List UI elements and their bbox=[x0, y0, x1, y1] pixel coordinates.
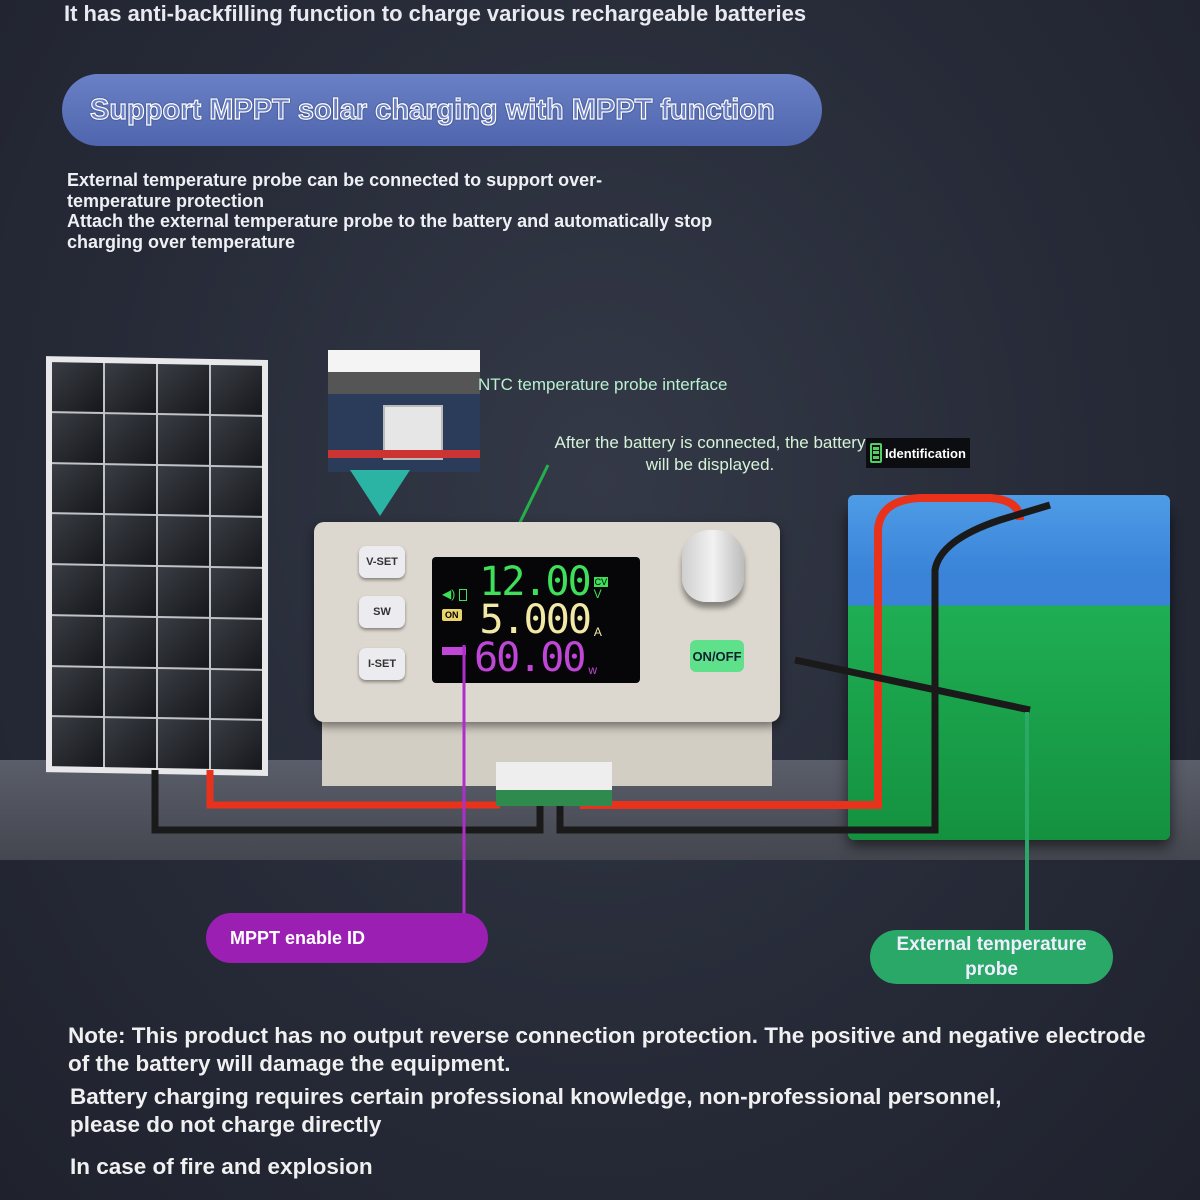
adjustment-knob[interactable] bbox=[682, 530, 744, 602]
buck-converter-device: V-SET SW I-SET ◀) 12.00 CV V ON 5.000 A … bbox=[314, 522, 780, 722]
voltage-readout: 12.00 bbox=[479, 559, 591, 605]
power-unit: w bbox=[588, 663, 598, 677]
note-professional: Battery charging requires certain profes… bbox=[70, 1084, 1002, 1137]
battery-indicator-icon bbox=[459, 589, 468, 601]
identification-label: Identification bbox=[885, 445, 966, 461]
battery-connected-label: After the battery is connected, the batt… bbox=[554, 433, 866, 474]
mppt-banner-text: Support MPPT solar charging with MPPT fu… bbox=[89, 93, 775, 126]
terminal-labels bbox=[496, 762, 612, 792]
i-set-button[interactable]: I-SET bbox=[359, 648, 405, 680]
voltage-unit: V bbox=[593, 587, 602, 601]
lcd-screen: ◀) 12.00 CV V ON 5.000 A 60.00 w bbox=[432, 557, 640, 683]
speaker-icon: ◀) bbox=[442, 587, 456, 601]
terminal-block bbox=[496, 790, 612, 806]
note-fire: In case of fire and explosion bbox=[70, 1154, 373, 1179]
current-unit: A bbox=[593, 625, 602, 639]
ntc-label: NTC temperature probe interface bbox=[478, 375, 728, 394]
temp-line-1: External temperature probe can be connec… bbox=[67, 170, 603, 211]
ntc-pointer bbox=[350, 470, 410, 516]
mppt-enable-callout: MPPT enable ID bbox=[206, 913, 488, 963]
battery-icon bbox=[870, 443, 882, 463]
intro-text: It has anti-backfilling function to char… bbox=[64, 1, 807, 26]
cv-badge: CV bbox=[593, 577, 609, 587]
battery-top bbox=[848, 495, 1170, 575]
temp-line-2: Attach the external temperature probe to… bbox=[67, 211, 713, 252]
note-reverse-protection: Note: This product has no output reverse… bbox=[68, 1023, 1146, 1076]
ntc-connector-photo bbox=[328, 350, 480, 472]
current-readout: 5.000 bbox=[479, 597, 592, 643]
power-readout: 60.00 bbox=[474, 635, 586, 681]
mppt-indicator bbox=[442, 647, 466, 655]
mppt-banner: Support MPPT solar charging with MPPT fu… bbox=[62, 74, 822, 146]
identification-badge: Identification bbox=[866, 438, 970, 468]
v-set-button[interactable]: V-SET bbox=[359, 546, 405, 578]
external-probe-callout: External temperature probe bbox=[870, 930, 1113, 984]
temperature-description: External temperature probe can be connec… bbox=[67, 170, 787, 252]
on-badge: ON bbox=[442, 609, 462, 621]
on-off-button[interactable]: ON/OFF bbox=[690, 640, 744, 672]
sw-button[interactable]: SW bbox=[359, 596, 405, 628]
